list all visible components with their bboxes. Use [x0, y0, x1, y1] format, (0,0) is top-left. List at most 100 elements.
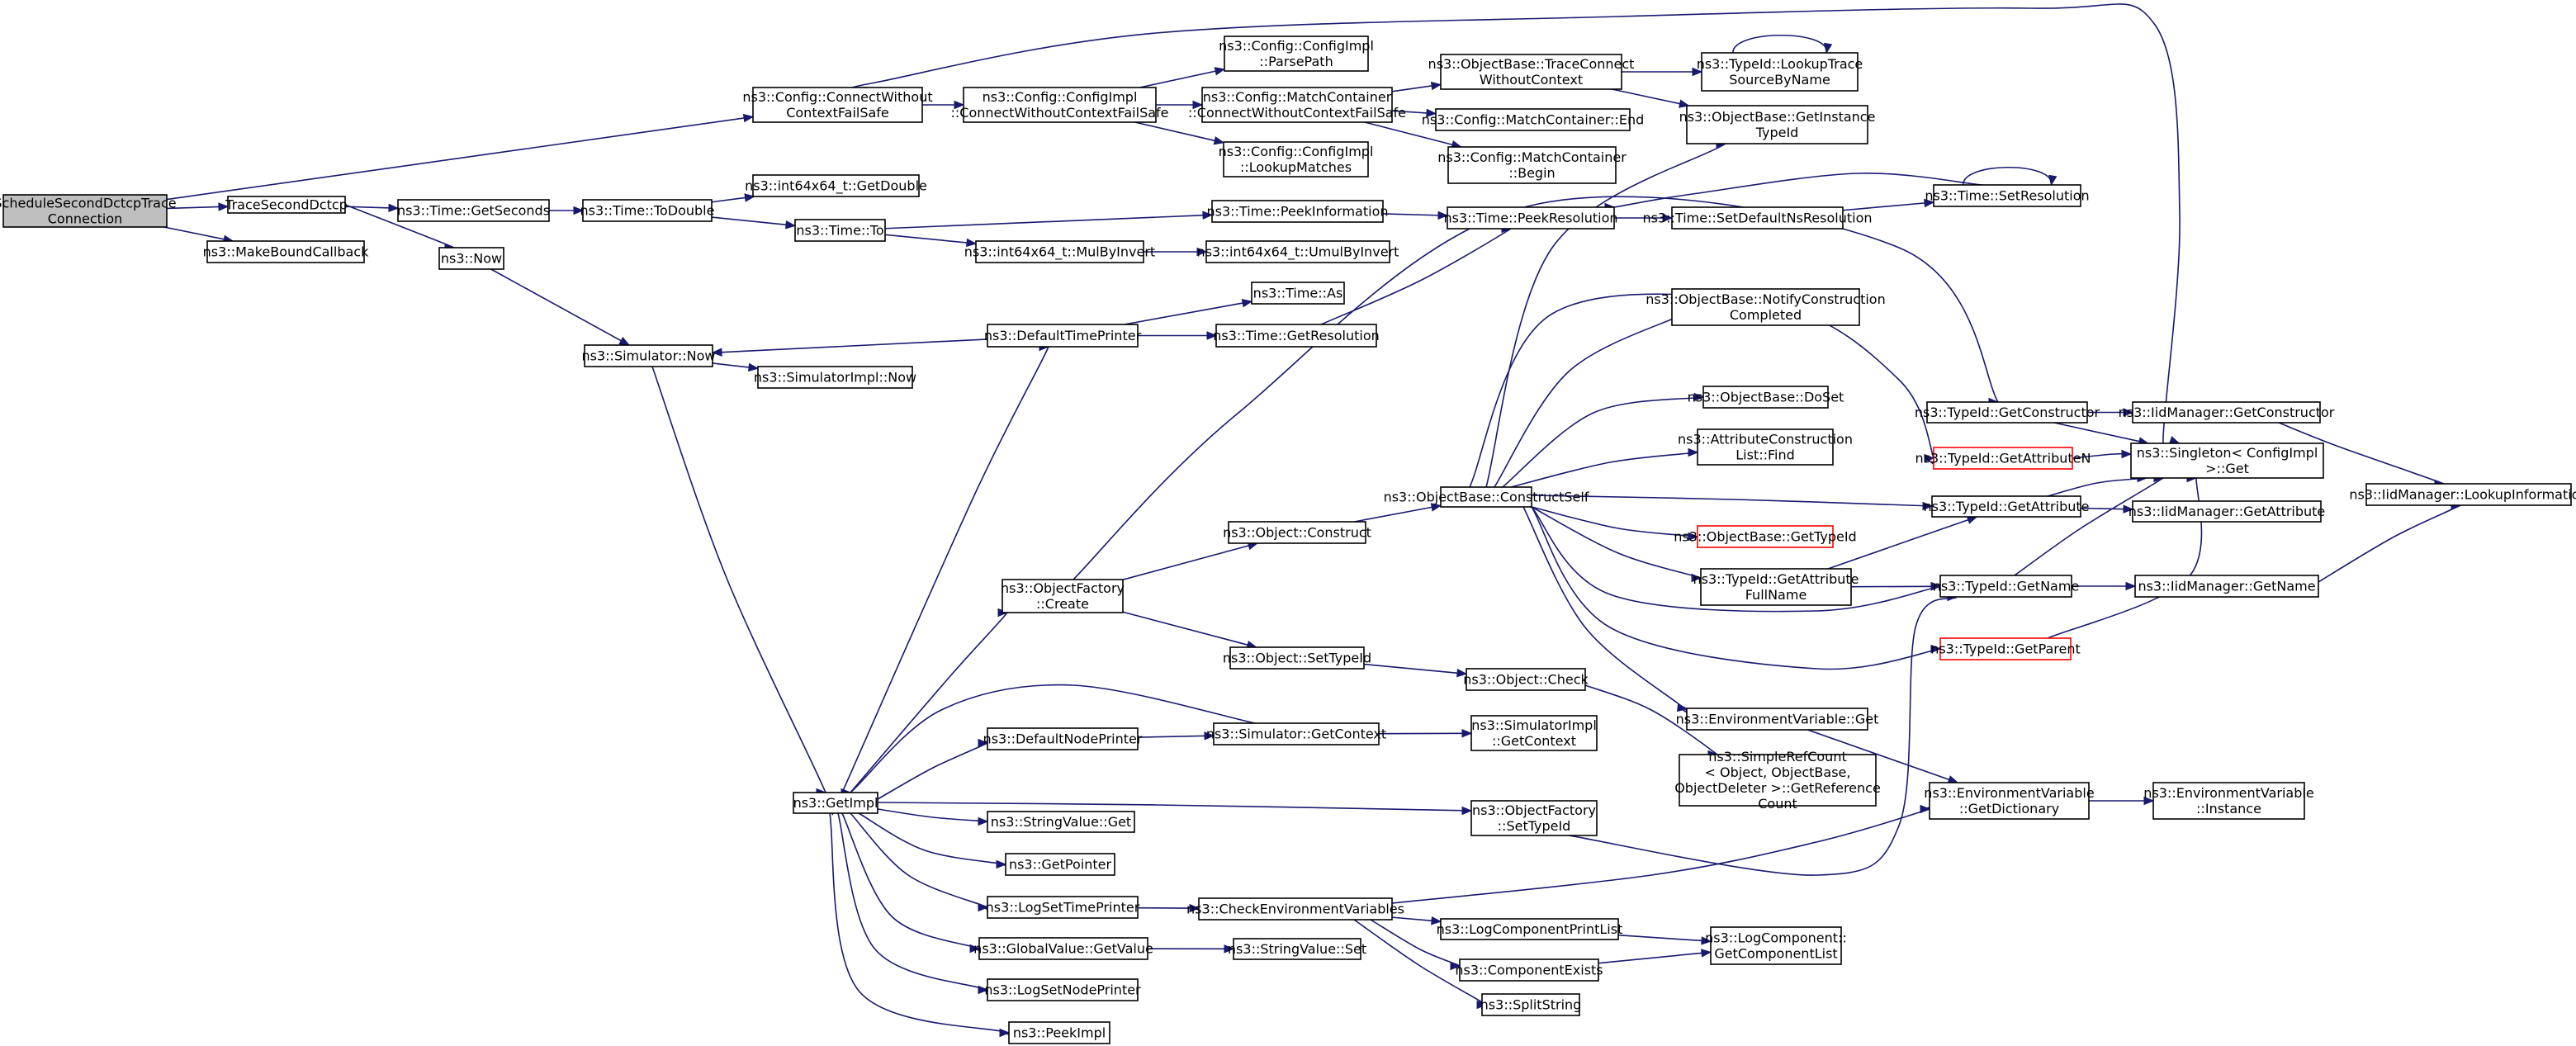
node-box	[752, 87, 923, 123]
edge-arrowhead	[1930, 644, 1942, 654]
node-box	[1228, 521, 1366, 544]
node-n24[interactable]: ns3::Simulator::Now	[582, 344, 716, 367]
node-n13[interactable]: ns3::Time::GetSeconds	[397, 199, 550, 222]
node-n2[interactable]: ns3::MakeBoundCallback	[203, 240, 369, 263]
node-n61[interactable]: ns3::CheckEnvironmentVariables	[1186, 897, 1404, 921]
edge-line	[1372, 806, 1937, 906]
node-n38[interactable]: ns3::TypeId::GetName	[1933, 575, 2080, 598]
node-n44[interactable]: ns3::IidManager::LookupInformation	[2349, 483, 2576, 506]
node-n14[interactable]: ns3::Time::ToDouble	[580, 199, 715, 222]
node-n29[interactable]: ns3::ObjectBase::NotifyConstructionCompl…	[1646, 288, 1886, 326]
node-box	[963, 87, 1157, 123]
edge-line	[1598, 952, 1704, 964]
node-n62[interactable]: ns3::GlobalValue::GetValue	[973, 937, 1153, 960]
node-n55[interactable]: ns3::EnvironmentVariable::Instance	[2143, 782, 2314, 820]
node-n6[interactable]: ns3::Config::MatchContainer::ConnectWith…	[1188, 87, 1406, 123]
node-n37[interactable]: ns3::TypeId::GetAttribute	[1923, 495, 2090, 518]
node-n18[interactable]: ns3::int64x64_t::MulByInvert	[964, 240, 1155, 263]
node-n43[interactable]: ns3::IidManager::GetName	[2134, 575, 2319, 598]
node-n30[interactable]: ns3::ObjectBase::DoSet	[1688, 386, 1844, 409]
node-n39[interactable]: ns3::TypeId::GetParent	[1930, 637, 2081, 660]
node-n15[interactable]: ns3::int64x64_t::GetDouble	[745, 174, 927, 197]
edge-line	[1391, 84, 1434, 92]
node-n66[interactable]: ns3::LogComponentPrintList	[1437, 918, 1623, 940]
node-label: ns3::TypeId::LookupTrace	[1697, 56, 1863, 72]
node-n57[interactable]: ns3::StringValue::Get	[987, 811, 1135, 833]
node-n1[interactable]: TraceSecondDctcp	[225, 196, 348, 214]
node-n50[interactable]: ns3::Simulator::GetContext	[1206, 722, 1386, 745]
node-n23[interactable]: ns3::Now	[438, 247, 504, 270]
node-n7[interactable]: ns3::Config::ConfigImpl::LookupMatches	[1219, 141, 1374, 177]
node-label: ns3::IidManager::GetName	[2138, 579, 2315, 594]
node-n10[interactable]: ns3::Config::MatchContainer::Begin	[1437, 146, 1627, 184]
node-n58[interactable]: ns3::ObjectFactory::SetTypeId	[1470, 800, 1598, 836]
node-n45[interactable]: ns3::ObjectFactory::Create	[1001, 579, 1125, 613]
node-n53[interactable]: ns3::SimpleRefCount< Object, ObjectBase,…	[1674, 749, 1881, 812]
edge-arrowhead	[1693, 392, 1705, 402]
node-n9[interactable]: ns3::Config::MatchContainer::End	[1422, 108, 1644, 131]
node-n28[interactable]: ns3::Time::GetResolution	[1213, 324, 1380, 348]
node-label: ns3::SimpleRefCount	[1708, 749, 1846, 764]
node-n8[interactable]: ns3::ObjectBase::TraceConnectWithoutCont…	[1428, 54, 1635, 90]
node-n27[interactable]: ns3::Time::As	[1251, 282, 1345, 305]
node-label: ns3::Config::MatchContainer	[1437, 149, 1627, 165]
node-n69[interactable]: ns3::SplitString	[1480, 993, 1582, 1016]
node-n59[interactable]: ns3::GetPointer	[1005, 853, 1115, 876]
node-n56[interactable]: ns3::GetImpl	[793, 792, 878, 814]
node-n36[interactable]: ns3::TypeId::GetAttributeN	[1915, 447, 2091, 470]
node-n48[interactable]: ns3::Object::Check	[1463, 668, 1589, 691]
node-n22[interactable]: ns3::Time::SetResolution	[1925, 184, 2090, 207]
node-n40[interactable]: ns3::IidManager::GetConstructor	[2119, 401, 2335, 424]
node-box	[1435, 108, 1631, 131]
edge-arrowhead	[1189, 903, 1200, 913]
node-n20[interactable]: ns3::Time::PeekResolution	[1443, 206, 1618, 230]
node-n49[interactable]: ns3::DefaultNodePrinter	[983, 727, 1143, 750]
edge-arrowhead	[388, 203, 400, 213]
node-n52[interactable]: ns3::EnvironmentVariable::Get	[1676, 708, 1879, 731]
edge-line	[344, 206, 391, 209]
edge-arrowhead	[1206, 331, 1218, 340]
edge-n28-n20	[1313, 224, 1517, 329]
edge-arrowhead	[1662, 213, 1674, 223]
node-n32[interactable]: ns3::ObjectBase::ConstructSelf	[1384, 486, 1589, 508]
node-n68[interactable]: ns3::LogComponent::GetComponentList	[1705, 926, 1847, 965]
node-n16[interactable]: ns3::Time::To	[794, 219, 886, 242]
node-n5[interactable]: ns3::Config::ConfigImpl::ParsePath	[1219, 35, 1374, 72]
node-n51[interactable]: ns3::SimulatorImpl::GetContext	[1470, 715, 1598, 751]
node-n35[interactable]: ns3::TypeId::GetConstructor	[1915, 401, 2100, 424]
node-n46[interactable]: ns3::Object::Construct	[1223, 521, 1371, 544]
node-label: ::Create	[1036, 596, 1089, 612]
node-n64[interactable]: ns3::LogSetNodePrinter	[984, 978, 1141, 1001]
node-n19[interactable]: ns3::int64x64_t::UmulByInvert	[1197, 240, 1399, 263]
node-n25[interactable]: ns3::SimulatorImpl::Now	[754, 366, 916, 389]
node-n54[interactable]: ns3::EnvironmentVariable::GetDictionary	[1924, 782, 2095, 820]
node-n4[interactable]: ns3::Config::ConfigImpl::ConnectWithoutC…	[950, 87, 1169, 123]
node-n26[interactable]: ns3::DefaultTimePrinter	[984, 324, 1142, 348]
node-label: ns3::TypeId::GetConstructor	[1915, 405, 2100, 420]
node-n17[interactable]: ns3::Time::PeekInformation	[1206, 200, 1389, 223]
node-box	[978, 937, 1148, 960]
node-n60[interactable]: ns3::LogSetTimePrinter	[986, 896, 1140, 919]
node-n41[interactable]: ns3::Singleton< ConfigImpl >::Get	[2130, 443, 2324, 479]
node-n67[interactable]: ns3::ComponentExists	[1455, 958, 1603, 982]
node-n42[interactable]: ns3::IidManager::GetAttribute	[2129, 500, 2326, 523]
node-n65[interactable]: ns3::PeekImpl	[1008, 1021, 1110, 1044]
edge-arrowhead	[1213, 136, 1225, 145]
edge-n17-n20	[1382, 211, 1449, 220]
node-label: Completed	[1730, 307, 1802, 323]
edge-n60-n61	[1137, 903, 1200, 913]
edge-arrowhead	[573, 206, 585, 215]
node-n63[interactable]: ns3::StringValue::Set	[1228, 938, 1366, 960]
node-n21[interactable]: ns3::Time::SetDefaultNsResolution	[1642, 206, 1873, 230]
node-label: ns3::LogSetTimePrinter	[986, 900, 1140, 916]
node-n3[interactable]: ns3::Config::ConnectWithoutContextFailSa…	[742, 87, 933, 123]
node-n33[interactable]: ns3::ObjectBase::GetTypeId	[1674, 525, 1857, 548]
node-box	[1008, 1021, 1110, 1044]
node-n47[interactable]: ns3::Object::SetTypeId	[1223, 646, 1371, 670]
edge-arrowhead	[618, 336, 631, 346]
